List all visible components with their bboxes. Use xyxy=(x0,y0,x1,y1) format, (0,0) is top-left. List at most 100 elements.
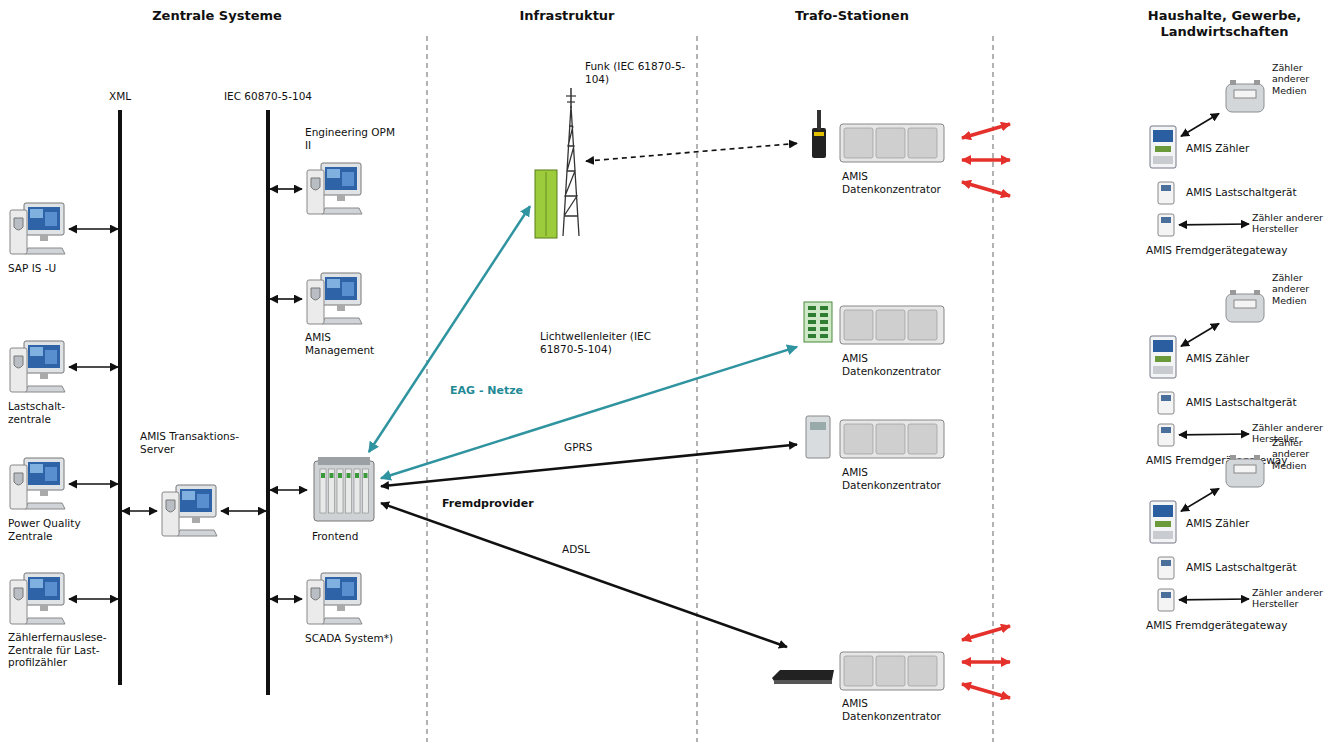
icon-shape xyxy=(10,465,27,509)
node-label: Zähler anderer Hersteller xyxy=(1252,212,1338,235)
small-icon xyxy=(1156,422,1176,448)
icon-shape xyxy=(45,467,57,481)
icon-shape xyxy=(1158,392,1174,414)
icon-shape xyxy=(566,95,576,96)
connector xyxy=(221,510,266,512)
icon-shape xyxy=(1156,555,1176,581)
icon-shape xyxy=(808,306,816,310)
icon-shape xyxy=(14,218,23,230)
node-label: SCADA System*) xyxy=(305,632,409,645)
separator xyxy=(696,36,698,742)
node-label: AMIS Datenkonzentrator xyxy=(842,697,960,722)
icon-shape xyxy=(800,298,945,348)
icon-shape xyxy=(772,670,834,684)
icon-shape xyxy=(1254,455,1260,460)
device-node: Engineering OPM II xyxy=(305,126,397,218)
icon-shape xyxy=(10,348,27,392)
dkgprs-icon xyxy=(800,412,945,462)
icon-shape xyxy=(1153,531,1173,539)
device-node: AMIS Fremdgerätegateway xyxy=(1146,212,1316,257)
icon-shape xyxy=(322,618,362,624)
meter-icon xyxy=(1148,499,1178,545)
icon-shape xyxy=(844,656,873,686)
column-heading: Infrastruktur xyxy=(480,8,654,24)
connector xyxy=(69,366,118,368)
icon-shape xyxy=(1234,300,1256,308)
icon-shape xyxy=(337,469,343,513)
node-label: AMIS Zähler xyxy=(1186,352,1286,365)
red-arrow xyxy=(962,182,1010,196)
node-label: Lastschalt- zentrale xyxy=(8,400,100,425)
small-icon xyxy=(1156,180,1176,206)
red-arrow xyxy=(962,684,1010,698)
icon-shape xyxy=(1158,182,1174,204)
icon-shape xyxy=(180,489,212,512)
icon-shape xyxy=(327,169,340,178)
icon-shape xyxy=(1156,422,1176,448)
device-node: Frontend xyxy=(310,455,402,543)
icon-shape xyxy=(1158,424,1174,446)
pc-icon xyxy=(8,455,66,513)
small-icon xyxy=(1156,555,1176,581)
icon-shape xyxy=(305,270,363,328)
icon-shape xyxy=(908,424,937,454)
icon-shape xyxy=(364,473,368,478)
icon-shape xyxy=(24,203,64,235)
icon-shape xyxy=(1150,126,1176,168)
icon-shape xyxy=(876,656,905,686)
icon-shape xyxy=(322,318,362,324)
icon-shape xyxy=(30,209,43,218)
frontend-icon xyxy=(310,455,378,525)
connector xyxy=(1181,324,1219,347)
device-node: AMIS Datenkonzentrator xyxy=(770,650,960,723)
pc-icon xyxy=(8,200,66,258)
icon-shape xyxy=(192,517,200,523)
icon-shape xyxy=(1230,290,1236,295)
node-label: AMIS Datenkonzentrator xyxy=(842,466,960,491)
icon-shape xyxy=(325,577,357,600)
small-icon xyxy=(1156,587,1176,613)
pc-icon xyxy=(305,270,363,328)
separator xyxy=(426,36,428,742)
icon-shape xyxy=(840,124,944,162)
connector xyxy=(381,503,787,647)
edge-label: ADSL xyxy=(560,543,624,556)
node-label: IEC 60870-5-104 xyxy=(210,90,326,103)
meter-icon xyxy=(1148,124,1178,170)
icon-shape xyxy=(25,618,65,624)
icon-shape xyxy=(844,424,873,454)
device-node: AMIS Lastschaltgerät xyxy=(1156,180,1326,206)
network-label: Fremdprovider xyxy=(440,497,554,510)
node-label: Zähler anderer Medien xyxy=(1272,272,1338,306)
icon-shape xyxy=(1148,334,1178,380)
connector xyxy=(122,510,157,512)
icon-shape xyxy=(908,128,937,158)
icon-shape xyxy=(1156,180,1176,206)
icon-shape xyxy=(25,386,65,392)
icon-shape xyxy=(820,306,828,310)
icon-shape xyxy=(1230,455,1236,460)
icon-shape xyxy=(330,473,334,478)
node-label: Power Quality Zentrale xyxy=(8,517,112,542)
icon-shape xyxy=(28,462,60,485)
edge-label: Lichtwellenleiter (IEC 61870-5-104) xyxy=(538,330,672,355)
icon-shape xyxy=(305,570,363,628)
pc-icon xyxy=(8,570,66,628)
icon-shape xyxy=(812,128,826,158)
icon-shape xyxy=(338,473,342,478)
icon-shape xyxy=(800,412,945,462)
device-node: AMIS Zähler xyxy=(1148,499,1286,545)
icon-shape xyxy=(14,473,23,485)
device-node: Zählerfernauslese- Zentrale für Last- pr… xyxy=(8,570,126,669)
icon-shape xyxy=(1153,130,1173,142)
icon-shape xyxy=(337,195,345,201)
icon-shape xyxy=(346,469,352,513)
node-label: AMIS Datenkonzentrator xyxy=(842,352,960,377)
icon-shape xyxy=(1161,395,1171,401)
icon-shape xyxy=(808,313,816,317)
icon-shape xyxy=(1158,589,1174,611)
icon-shape xyxy=(177,530,217,536)
icon-shape xyxy=(176,485,216,517)
node-label: Zähler anderer Medien xyxy=(1272,62,1338,96)
device-node: Zähler anderer Medien xyxy=(1222,272,1338,326)
